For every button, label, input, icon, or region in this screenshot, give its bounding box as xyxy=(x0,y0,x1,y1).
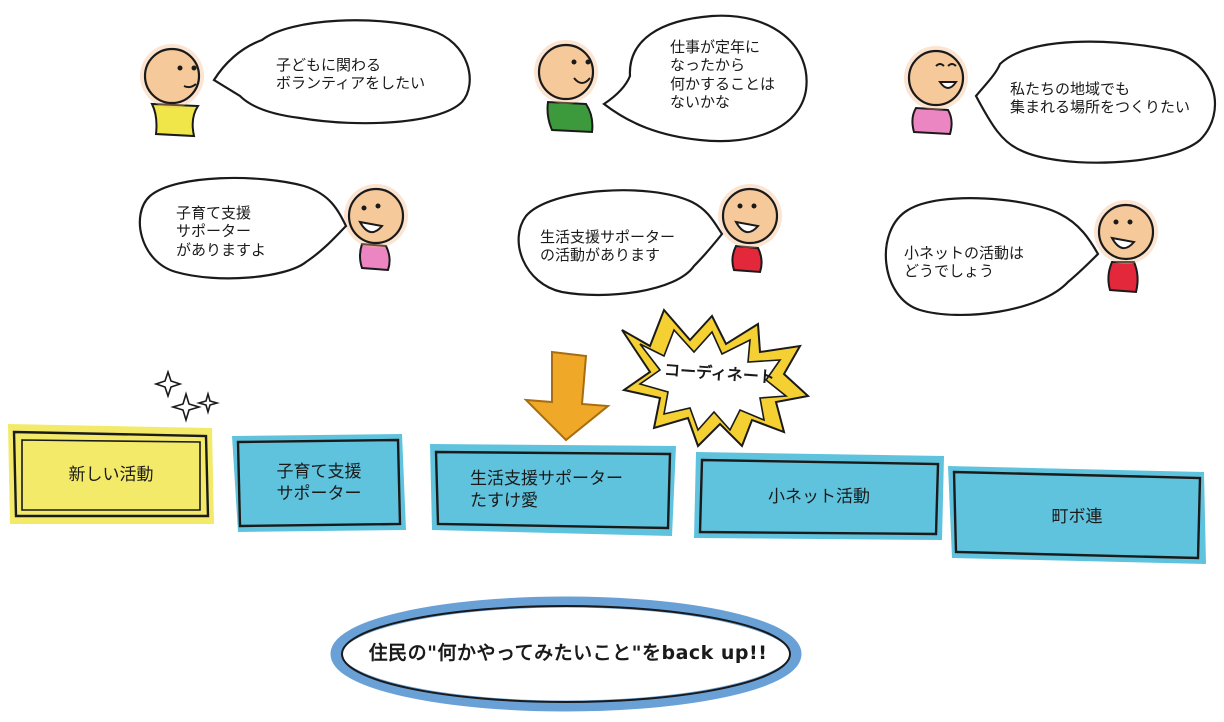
speech-text-a2: 生活支援サポーター の活動があります xyxy=(540,228,676,265)
speech-text-q2: 仕事が定年に なったから 何かすることは ないかな xyxy=(670,38,776,111)
person-icon xyxy=(532,38,600,134)
speech-bubble xyxy=(602,14,808,143)
person-icon xyxy=(1092,198,1160,294)
box-shape-life-support xyxy=(430,444,676,536)
box-label-life-support: 生活支援サポーター たすけ愛 xyxy=(470,468,623,511)
burst-icon xyxy=(621,308,811,448)
speech-bubble xyxy=(138,176,348,280)
box-shape-machibo xyxy=(948,466,1206,564)
down-arrow-icon xyxy=(523,350,611,442)
person-icon xyxy=(716,182,784,274)
person-icon xyxy=(342,182,410,272)
speech-bubble xyxy=(517,189,724,297)
person-icon xyxy=(138,42,206,138)
sparkle-icon xyxy=(153,369,220,423)
box-shape-shonet xyxy=(694,452,944,540)
speech-text-a3: 小ネットの活動は どうでしょう xyxy=(904,244,1025,281)
speech-bubble xyxy=(212,19,471,125)
box-label-shonet: 小ネット活動 xyxy=(768,486,870,507)
speech-text-q3: 私たちの地域でも 集まれる場所をつくりたい xyxy=(1010,80,1191,117)
box-shape-new-activity xyxy=(8,424,214,524)
slogan-text: 住民の"何かやってみたいこと"をback up!! xyxy=(368,642,768,664)
speech-bubble xyxy=(974,40,1216,164)
speech-text-a1: 子育て支援 サポーター がありますよ xyxy=(176,204,267,259)
box-label-childcare: 子育て支援 サポーター xyxy=(276,461,362,504)
slogan-ellipse xyxy=(330,596,802,712)
box-label-machibo: 町ボ連 xyxy=(1051,506,1103,527)
person-icon xyxy=(902,44,970,136)
speech-bubble xyxy=(884,197,1100,316)
box-shape-childcare xyxy=(232,434,406,532)
box-label-new-activity: 新しい活動 xyxy=(68,464,154,485)
speech-text-q1: 子どもに関わる ボランティアをしたい xyxy=(276,56,426,93)
